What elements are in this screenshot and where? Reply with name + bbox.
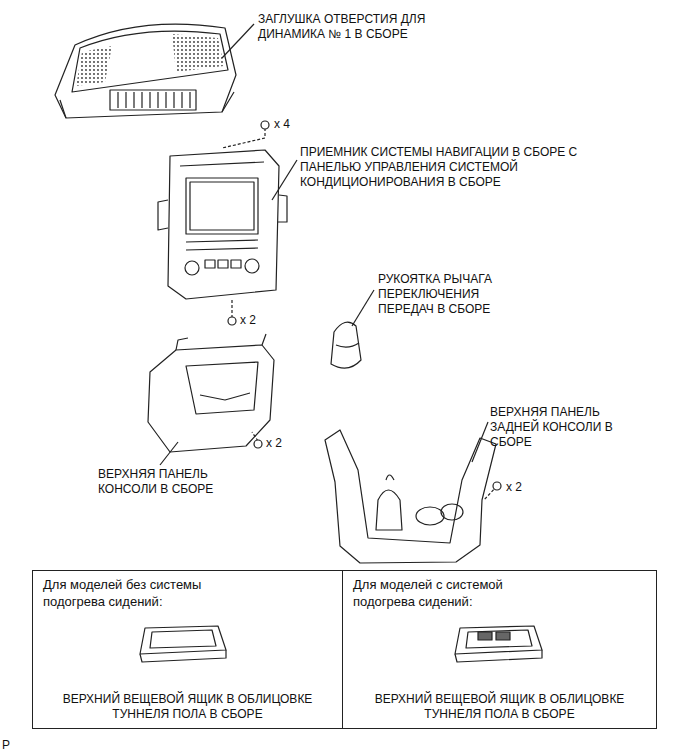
variant-heading: Для моделей с системой подогрева сидений…: [343, 571, 571, 610]
variant-panel: Для моделей без системы подогрева сидени…: [32, 570, 343, 729]
part-label: ЗАГЛУШКА ОТВЕРСТИЯ ДЛЯ ДИНАМИКА № 1 В СБ…: [258, 12, 454, 42]
fastener-count: x 2: [266, 436, 306, 451]
part-label: РУКОЯТКА РЫЧАГА ПЕРЕКЛЮЧЕНИЯ ПЕРЕДАЧ В С…: [378, 272, 518, 317]
part-label: ВЕРХНИЙ ВЕЩЕВОЙ ЯЩИК В ОБЛИЦОВКЕ ТУННЕЛЯ…: [33, 692, 342, 722]
part-label: ВЕРХНИЙ ВЕЩЕВОЙ ЯЩИК В ОБЛИЦОВКЕ ТУННЕЛЯ…: [343, 692, 656, 722]
variant-heading: Для моделей без системы подогрева сидени…: [33, 571, 261, 610]
fastener-count: x 2: [506, 480, 546, 495]
figure-code: P: [2, 738, 22, 753]
fastener-count: x 2: [240, 313, 280, 328]
variant-panel: Для моделей с системой подогрева сидений…: [342, 570, 657, 729]
part-label: ВЕРХНЯЯ ПАНЕЛЬ ЗАДНЕЙ КОНСОЛИ В СБОРЕ: [490, 405, 622, 450]
part-label: ПРИЕМНИК СИСТЕМЫ НАВИГАЦИИ В СБОРЕ С ПАН…: [300, 145, 605, 190]
fastener-count: x 4: [274, 117, 314, 132]
part-label: ВЕРХНЯЯ ПАНЕЛЬ КОНСОЛИ В СБОРЕ: [98, 467, 248, 497]
